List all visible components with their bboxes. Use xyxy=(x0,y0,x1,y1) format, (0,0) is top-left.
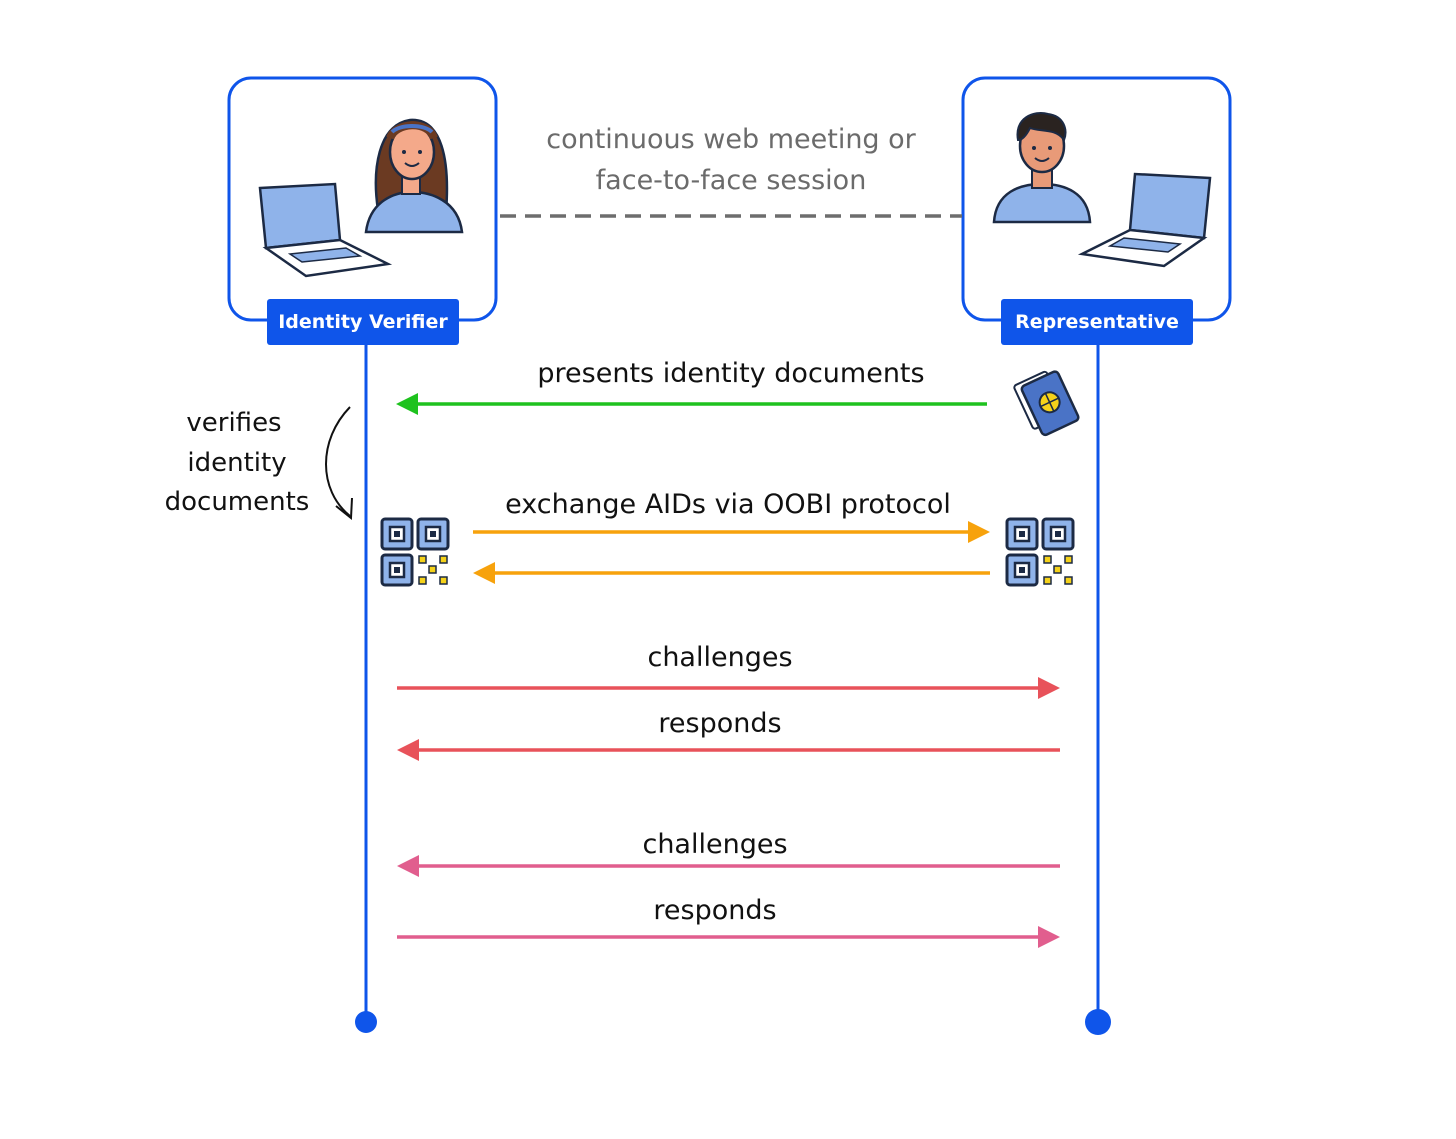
session-caption-line2: face-to-face session xyxy=(595,165,867,196)
message-arrowhead-presents xyxy=(396,393,418,415)
side-note-line1: verifies xyxy=(186,408,282,438)
verifier-lifeline-end xyxy=(355,1011,377,1033)
session-caption-line1: continuous web meeting or xyxy=(546,124,916,155)
side-note-line2: identity xyxy=(187,448,287,478)
side-note-line3: documents xyxy=(164,487,310,517)
message-label-presents: presents identity documents xyxy=(537,358,925,389)
message-label-challenges-2: challenges xyxy=(642,829,788,860)
message-label-responds-1: responds xyxy=(658,708,782,739)
message-label-challenges-1: challenges xyxy=(647,642,793,673)
verifier-label: Identity Verifier xyxy=(267,299,459,345)
message-label-responds-2: responds xyxy=(653,895,777,926)
message-arrowhead-challenges-2 xyxy=(397,855,419,877)
message-label-exchange: exchange AIDs via OOBI protocol xyxy=(505,489,951,520)
message-arrowhead-responds-1 xyxy=(397,739,419,761)
passport-icon xyxy=(1013,370,1080,437)
man-avatar-icon xyxy=(992,112,1092,224)
qr-code-icon xyxy=(1005,517,1075,587)
verify-curve-arrow xyxy=(325,406,351,517)
qr-code-icon xyxy=(380,517,450,587)
verify-curve-arrowhead xyxy=(335,497,353,521)
woman-avatar-icon xyxy=(364,118,464,234)
representative-label: Representative xyxy=(1001,299,1193,345)
message-arrowhead-exchange-right xyxy=(968,521,990,543)
message-arrowhead-exchange-left xyxy=(473,562,495,584)
message-arrowhead-responds-2 xyxy=(1038,926,1060,948)
representative-lifeline-end xyxy=(1085,1009,1111,1035)
message-arrowhead-challenges-1 xyxy=(1038,677,1060,699)
